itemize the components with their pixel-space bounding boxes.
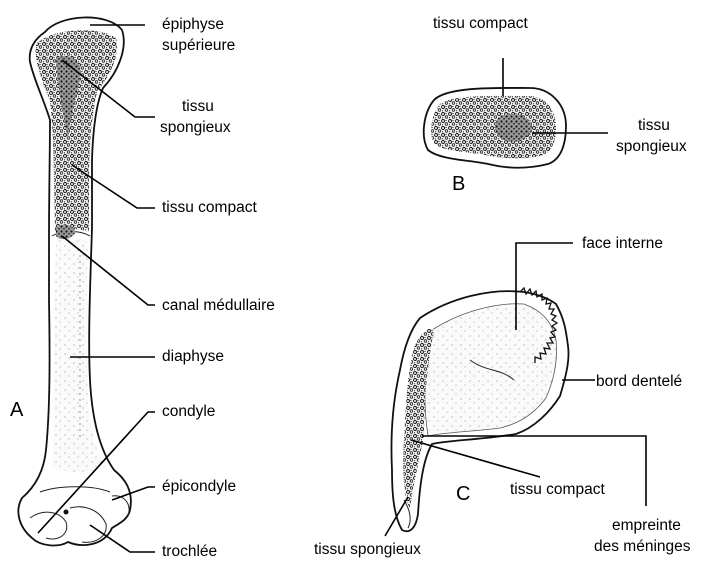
label-bord-dentele: bord dentelé (596, 373, 682, 390)
figure-a-long-bone (18, 17, 131, 545)
label-tissu-a: tissu (182, 98, 214, 115)
label-condyle: condyle (162, 403, 215, 420)
label-superieure: supérieure (162, 37, 235, 54)
label-spongieux-b: spongieux (616, 138, 687, 155)
figure-letter-a: A (10, 399, 24, 421)
label-spongieux-a: spongieux (160, 119, 231, 136)
label-tissu-compact-a: tissu compact (162, 199, 257, 216)
label-diaphyse: diaphyse (162, 348, 224, 365)
label-des-meninges: des méninges (594, 538, 691, 555)
figure-letter-b: B (452, 173, 465, 195)
label-tissu-spongieux-c: tissu spongieux (314, 541, 421, 558)
label-face-interne: face interne (582, 235, 663, 252)
figure-letter-c: C (456, 483, 470, 505)
label-trochlee: trochlée (162, 543, 217, 560)
label-canal-medullaire: canal médullaire (162, 297, 275, 314)
cross-section-spongy (431, 96, 556, 158)
label-epiphyse: épiphyse (162, 16, 224, 33)
label-tissu-compact-b: tissu compact (433, 15, 528, 32)
label-empreinte: empreinte (612, 517, 681, 534)
figure-b-cross-section (424, 88, 566, 168)
label-tissu-b: tissu (638, 117, 670, 134)
label-tissu-compact-c: tissu compact (510, 481, 605, 498)
label-epicondyle: épicondyle (162, 478, 236, 495)
